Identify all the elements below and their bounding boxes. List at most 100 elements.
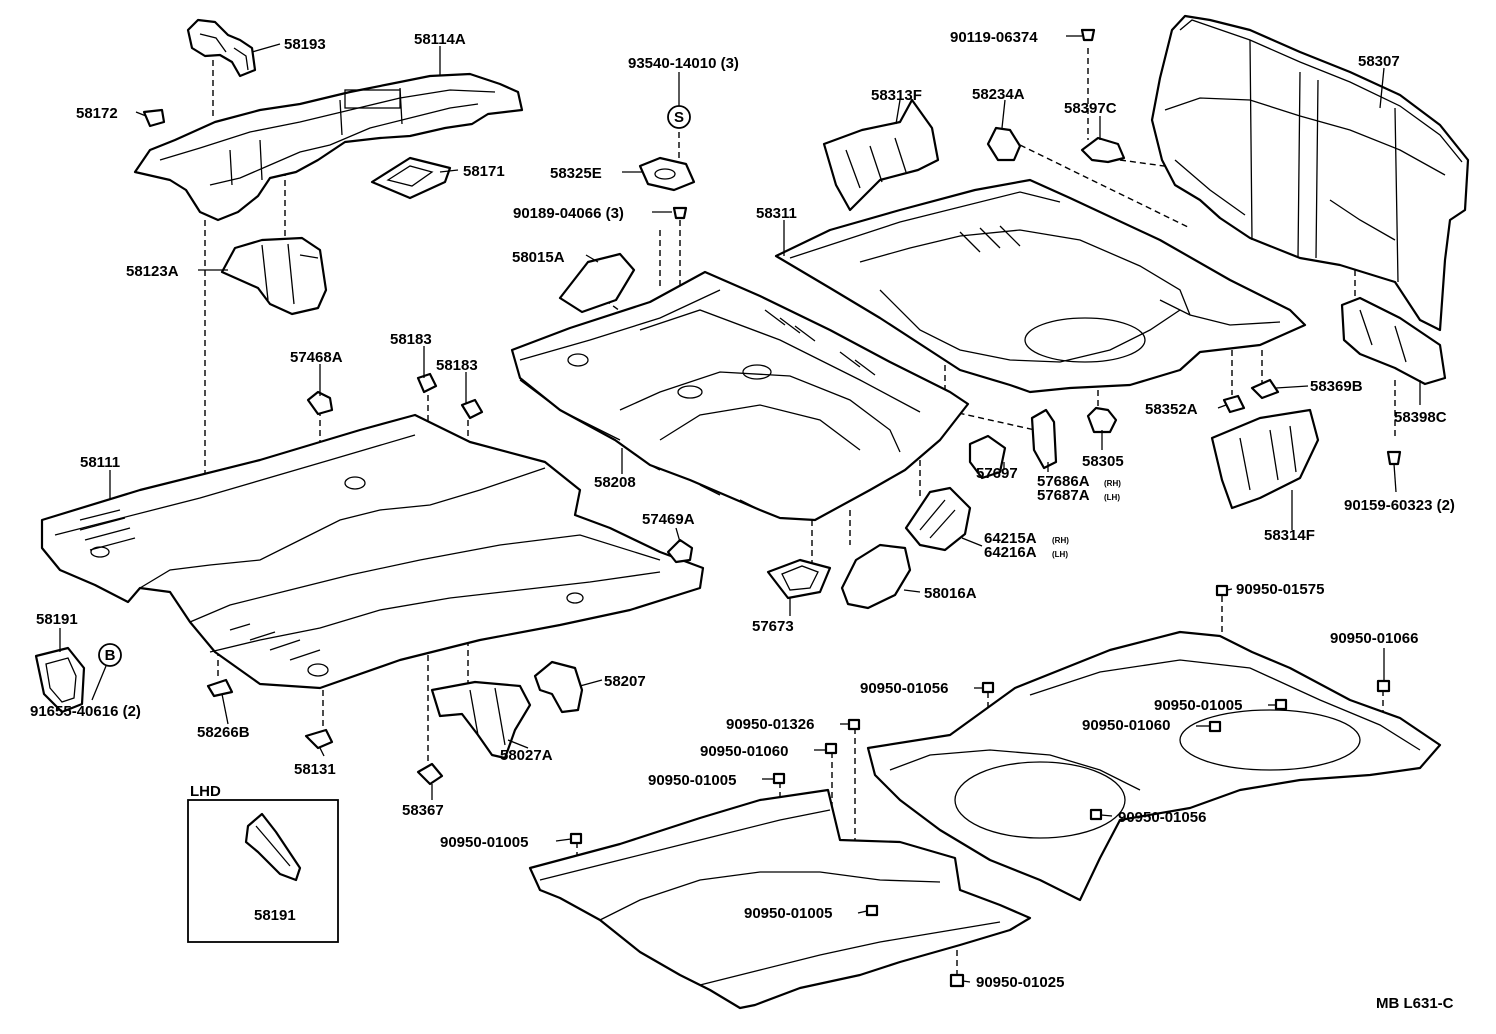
- label-90119-06374: 90119-06374: [950, 29, 1038, 46]
- label-58234A: 58234A: [972, 86, 1025, 103]
- label-93540-14010: 93540-14010 (3): [628, 55, 739, 72]
- part-58183-b: [460, 398, 484, 420]
- lhd-inset: [187, 799, 339, 943]
- part-58193: [186, 18, 257, 78]
- label-90159-60323: 90159-60323 (2): [1344, 497, 1455, 514]
- label-58027A: 58027A: [500, 747, 553, 764]
- label-58131: 58131: [294, 761, 336, 778]
- part-58027A: [430, 680, 532, 760]
- label-58266B: 58266B: [197, 724, 250, 741]
- part-58369B: [1250, 378, 1280, 400]
- part-58208: [510, 270, 970, 522]
- part-58352A: [1222, 394, 1246, 414]
- label-58352A: 58352A: [1145, 401, 1198, 418]
- label-57468A: 57468A: [290, 349, 343, 366]
- label-58172: 58172: [76, 105, 118, 122]
- part-58234A: [986, 126, 1022, 162]
- label-90950-01005-b: 90950-01005: [648, 772, 736, 789]
- label-58311: 58311: [756, 205, 797, 222]
- label-58191: 58191: [36, 611, 78, 628]
- part-58191: [34, 646, 86, 714]
- label-58313F: 58313F: [871, 87, 922, 104]
- part-58266B: [206, 678, 234, 698]
- part-90119-06374: [1080, 28, 1096, 42]
- part-58307: [1150, 14, 1470, 332]
- label-90950-01056-a: 90950-01056: [860, 680, 948, 697]
- circle-s-label: S: [674, 109, 684, 126]
- label-64216A: 64216A: [984, 544, 1037, 561]
- label-57697: 57697: [976, 465, 1018, 482]
- part-58183-a: [416, 372, 438, 394]
- label-58015A: 58015A: [512, 249, 565, 266]
- label-90950-01056-b: 90950-01056: [1118, 809, 1206, 826]
- part-58111: [40, 413, 705, 690]
- diagram-code: MB L631-C: [1376, 995, 1454, 1012]
- label-58307: 58307: [1358, 53, 1400, 70]
- label-57687A-side: (LH): [1104, 493, 1120, 502]
- part-rear-silencer-sheet: [866, 630, 1442, 902]
- label-90950-01005-c: 90950-01005: [440, 834, 528, 851]
- part-58367: [416, 762, 444, 786]
- circle-b-label: B: [105, 647, 116, 664]
- label-58367: 58367: [402, 802, 444, 819]
- label-58314F: 58314F: [1264, 527, 1315, 544]
- part-58171: [370, 156, 452, 200]
- label-58207: 58207: [604, 673, 646, 690]
- part-57673: [766, 558, 832, 600]
- label-90950-01005-d: 90950-01005: [744, 905, 832, 922]
- part-58398C: [1340, 296, 1447, 386]
- label-58398C: 58398C: [1394, 409, 1447, 426]
- label-57686A: 57686A: [1037, 473, 1090, 490]
- part-57469A: [666, 538, 694, 564]
- part-57697: [968, 434, 1007, 480]
- part-57686A: [1030, 408, 1058, 470]
- label-57686A-side: (RH): [1104, 479, 1121, 488]
- leader-lines: [59, 35, 1421, 983]
- part-front-silencer-sheet: [528, 788, 1032, 1010]
- label-58123A: 58123A: [126, 263, 179, 280]
- label-90950-01326: 90950-01326: [726, 716, 814, 733]
- circle-s-marker: S: [667, 105, 691, 129]
- label-90950-01060-a: 90950-01060: [1082, 717, 1170, 734]
- label-90950-01005-a: 90950-01005: [1154, 697, 1242, 714]
- label-64215A-group: 64215A (RH) 64216A (LH): [984, 530, 1069, 561]
- label-91655-40616: 91655-40616 (2): [30, 703, 141, 720]
- callout-labels: 58193 58114A 58172 58171 58123A 93540-14…: [30, 29, 1455, 1012]
- label-58016A: 58016A: [924, 585, 977, 602]
- fastener-markers: [569, 584, 1391, 988]
- label-58183-a: 58183: [390, 331, 432, 348]
- label-58191-lhd: 58191: [254, 907, 296, 924]
- label-90950-01575: 90950-01575: [1236, 581, 1324, 598]
- part-57468A: [306, 390, 334, 416]
- label-58114A: 58114A: [414, 31, 466, 48]
- part-58305: [1086, 406, 1118, 434]
- label-57686A-group: 57686A (RH) 57687A (LH): [1037, 473, 1121, 504]
- label-64215A-side: (RH): [1052, 536, 1069, 545]
- part-58325E: [638, 156, 696, 192]
- part-58311: [774, 178, 1307, 394]
- part-58313F: [822, 98, 940, 212]
- circle-b-marker: B: [98, 643, 122, 667]
- label-58193: 58193: [284, 36, 326, 53]
- label-90950-01066: 90950-01066: [1330, 630, 1418, 647]
- label-90189-04066: 90189-04066 (3): [513, 205, 624, 222]
- label-64215A: 64215A: [984, 530, 1037, 547]
- part-64215A: [904, 486, 972, 552]
- label-58111: 58111: [80, 454, 120, 471]
- label-58183-b: 58183: [436, 357, 478, 374]
- label-58208: 58208: [594, 474, 636, 491]
- label-58397C: 58397C: [1064, 100, 1117, 117]
- part-58172: [142, 108, 166, 128]
- label-57687A: 57687A: [1037, 487, 1090, 504]
- lhd-title: LHD: [190, 783, 221, 800]
- part-58114A: [133, 72, 524, 222]
- label-64216A-side: (LH): [1052, 550, 1068, 559]
- part-90159-60323: [1386, 450, 1402, 466]
- part-58016A: [840, 543, 912, 610]
- label-58171: 58171: [463, 163, 505, 180]
- part-90189-04066: [672, 206, 688, 220]
- label-58305: 58305: [1082, 453, 1124, 470]
- label-58325E: 58325E: [550, 165, 602, 182]
- part-58314F: [1210, 408, 1320, 510]
